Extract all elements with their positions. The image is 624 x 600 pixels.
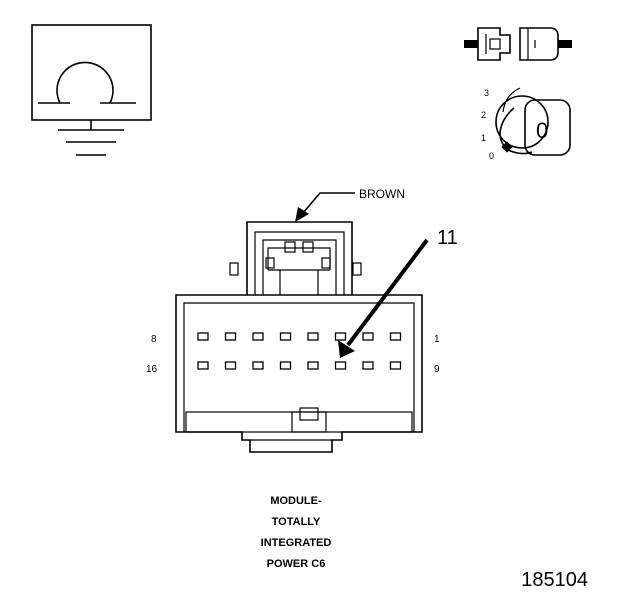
pin-cavity-14: [252, 361, 264, 370]
connector-caption: MODULE- TOTALLY INTEGRATED POWER C6: [261, 495, 332, 570]
pin-cavity-5: [279, 332, 292, 341]
pin-cavity-13: [279, 361, 292, 370]
ignition-key-position-icon: 3 2 1 0 0: [481, 87, 571, 161]
pin-cavity-8: [197, 332, 209, 341]
pin-cavity-6: [252, 332, 264, 341]
pin-label-16: 16: [146, 364, 158, 375]
pin-cavity-15: [224, 361, 237, 370]
ohmmeter-ground-icon: [31, 24, 152, 156]
pin-cavity-11: [334, 361, 347, 370]
pin-label-1: 1: [434, 334, 440, 345]
pin-cavities: [197, 332, 402, 370]
caption-line-4: POWER C6: [267, 558, 326, 570]
disconnected-connector-icon: [464, 27, 572, 61]
pin-cavity-4: [307, 332, 319, 341]
caption-line-1: MODULE-: [270, 495, 322, 507]
wire-color-label: BROWN: [359, 187, 405, 201]
ignition-position-0: 0: [489, 151, 494, 161]
pin-label-8: 8: [151, 334, 157, 345]
pin-cavity-9: [389, 361, 402, 370]
pin-cavity-2: [362, 332, 374, 341]
pin-callout: 11: [338, 227, 458, 358]
pin-cavity-3: [334, 332, 347, 341]
pin-cavity-12: [307, 361, 319, 370]
pin-cavity-10: [362, 361, 374, 370]
pin-cavity-7: [224, 332, 237, 341]
caption-line-2: TOTALLY: [272, 516, 321, 528]
wire-color-callout: BROWN: [295, 187, 405, 222]
pin-label-9: 9: [434, 364, 440, 375]
ignition-position-3: 3: [484, 88, 489, 98]
caption-line-3: INTEGRATED: [261, 537, 332, 549]
ignition-position-2: 2: [481, 110, 486, 120]
connector-face: 8 1 16 9: [146, 221, 440, 453]
ignition-key-label: 0: [536, 118, 548, 143]
pin-cavity-16: [197, 361, 209, 370]
pin-callout-label: 11: [437, 227, 458, 249]
ignition-position-1: 1: [481, 133, 486, 143]
pin-cavity-1: [389, 332, 402, 341]
figure-number: 185104: [521, 569, 588, 591]
